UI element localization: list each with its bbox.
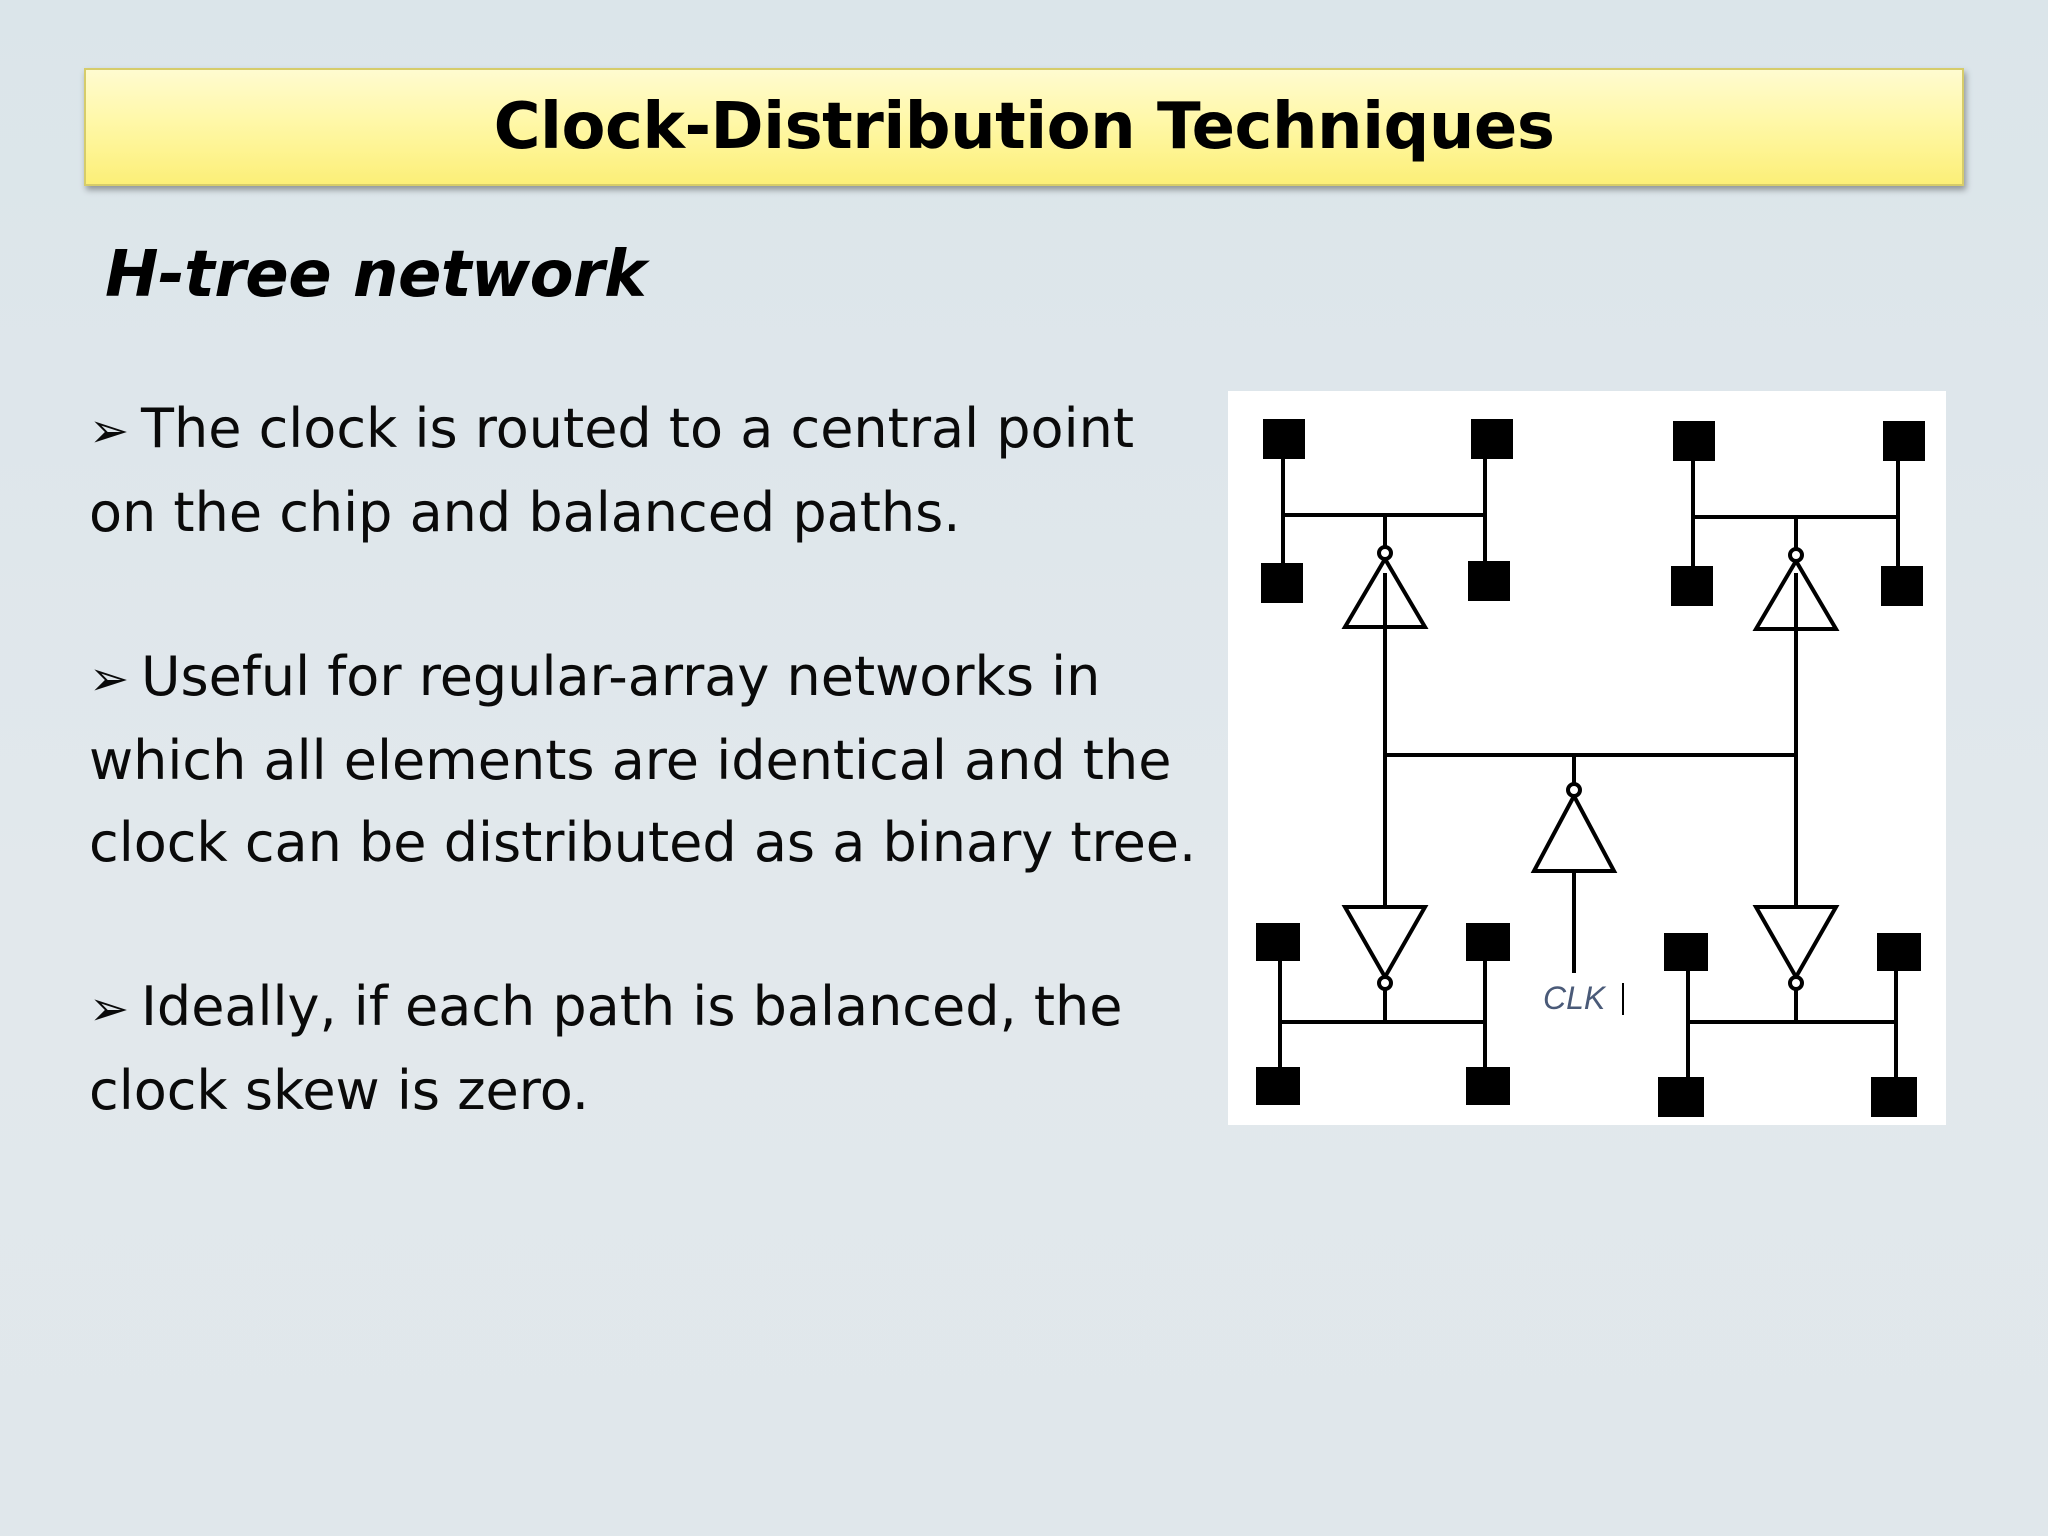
leaf-node <box>1883 421 1925 461</box>
bullet-item: ➢The clock is routed to a central point … <box>89 388 1199 554</box>
leaf-node <box>1664 933 1708 971</box>
title-bar: Clock-Distribution Techniques <box>84 68 1964 186</box>
bubble-bottom-right <box>1788 975 1804 991</box>
bullet-text: Ideally, if each path is balanced, the c… <box>89 975 1123 1122</box>
leaf-node <box>1466 1067 1510 1105</box>
leaf-node <box>1466 923 1510 961</box>
arrow-bullet-icon: ➢ <box>89 651 130 707</box>
buffer-bottom-right <box>1752 905 1840 982</box>
leaf-node <box>1658 1077 1704 1117</box>
leaf-node <box>1261 563 1303 603</box>
bullet-list: ➢The clock is routed to a central point … <box>89 388 1199 1214</box>
section-subtitle: H-tree network <box>105 238 647 312</box>
bullet-text: Useful for regular-array networks in whi… <box>89 645 1197 874</box>
leaf-node <box>1256 1067 1300 1105</box>
h-tree-svg: CLK <box>1256 419 1925 1117</box>
bubble-top-left <box>1377 545 1393 561</box>
bullet-item: ➢Useful for regular-array networks in wh… <box>89 636 1199 884</box>
leaf-node <box>1877 933 1921 971</box>
bullet-item: ➢Ideally, if each path is balanced, the … <box>89 966 1199 1132</box>
leaf-node <box>1871 1077 1917 1117</box>
leaf-node <box>1673 421 1715 461</box>
slide-title: Clock-Distribution Techniques <box>493 90 1555 164</box>
arrow-bullet-icon: ➢ <box>89 403 130 459</box>
buffer-top-left <box>1341 555 1429 629</box>
bullet-text: The clock is routed to a central point o… <box>89 397 1134 544</box>
leaf-node <box>1671 566 1713 606</box>
buffer-center <box>1530 791 1618 873</box>
clk-label: CLK <box>1543 980 1607 1016</box>
bubble-bottom-left <box>1377 975 1393 991</box>
arrow-bullet-icon: ➢ <box>89 981 130 1037</box>
leaf-node <box>1256 923 1300 961</box>
bubble-center <box>1566 782 1582 798</box>
bubble-top-right <box>1788 547 1804 563</box>
leaf-node <box>1471 419 1513 459</box>
h-tree-diagram: CLK <box>1228 391 1946 1125</box>
leaf-node <box>1468 561 1510 601</box>
leaf-node <box>1263 419 1305 459</box>
leaf-node <box>1881 566 1923 606</box>
buffer-bottom-left <box>1341 905 1429 982</box>
leaf-nodes <box>1256 419 1925 1117</box>
buffer-top-right <box>1752 557 1840 631</box>
